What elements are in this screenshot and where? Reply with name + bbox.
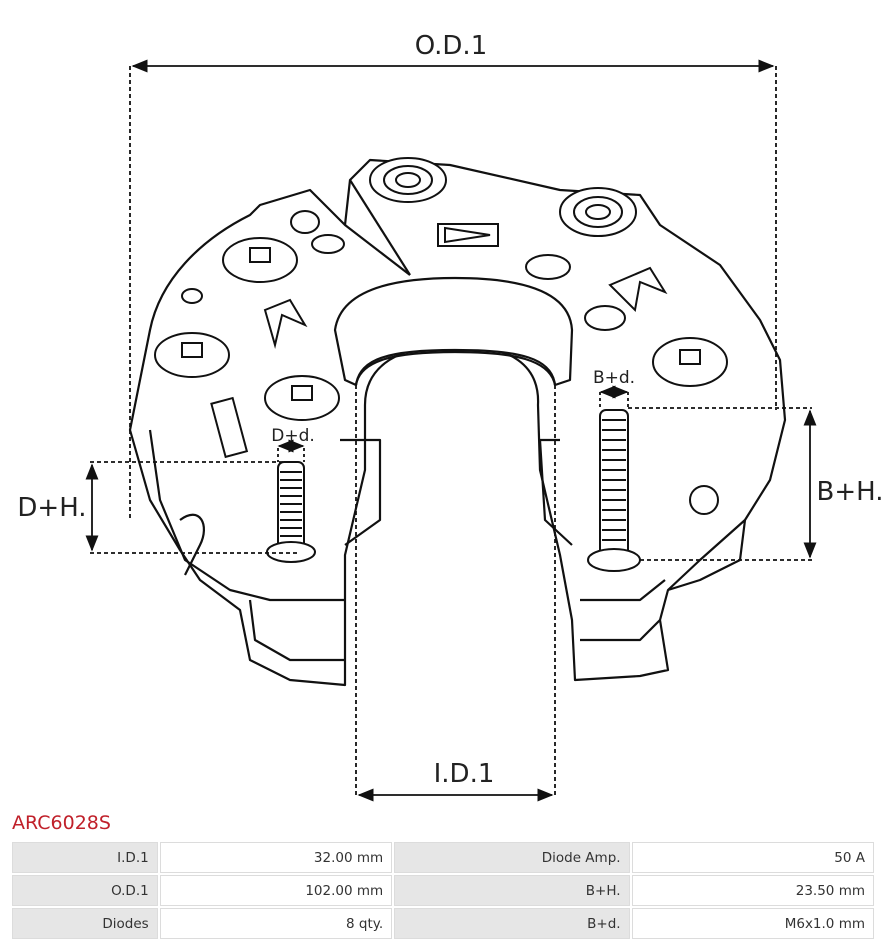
table-row: I.D.1 32.00 mm Diode Amp. 50 A: [12, 842, 874, 873]
rectifier-diagram: O.D.1 I.D.1 D+H. D+d. B+H. B+d.: [17, 31, 884, 802]
bd-label: B+d.: [593, 368, 635, 388]
part-code-title: ARC6028S: [12, 812, 111, 834]
spec-value: M6x1.0 mm: [631, 908, 874, 939]
mounting-holes: [181, 157, 719, 515]
spec-value: 50 A: [631, 842, 874, 873]
bh-label: B+H.: [817, 477, 884, 507]
dimension-lines: [85, 59, 817, 802]
od-label: O.D.1: [415, 31, 488, 61]
spec-label: B+H.: [394, 875, 630, 906]
spec-value: 8 qty.: [159, 908, 393, 939]
embossed-marks: [210, 223, 668, 459]
dd-label: D+d.: [271, 426, 315, 446]
id-label: I.D.1: [434, 759, 495, 789]
spec-label: B+d.: [394, 908, 630, 939]
spec-label: O.D.1: [12, 875, 158, 906]
spec-value: 102.00 mm: [159, 875, 393, 906]
dh-label: D+H.: [17, 493, 86, 523]
table-row: O.D.1 102.00 mm B+H. 23.50 mm: [12, 875, 874, 906]
spec-label: Diodes: [12, 908, 158, 939]
spec-label: Diode Amp.: [394, 842, 630, 873]
table-row: Diodes 8 qty. B+d. M6x1.0 mm: [12, 908, 874, 939]
spec-label: I.D.1: [12, 842, 158, 873]
studs: [266, 409, 641, 572]
spec-value: 23.50 mm: [631, 875, 874, 906]
diode-terminals: [154, 237, 728, 421]
spec-value: 32.00 mm: [159, 842, 393, 873]
spec-table: I.D.1 32.00 mm Diode Amp. 50 A O.D.1 102…: [10, 840, 876, 941]
